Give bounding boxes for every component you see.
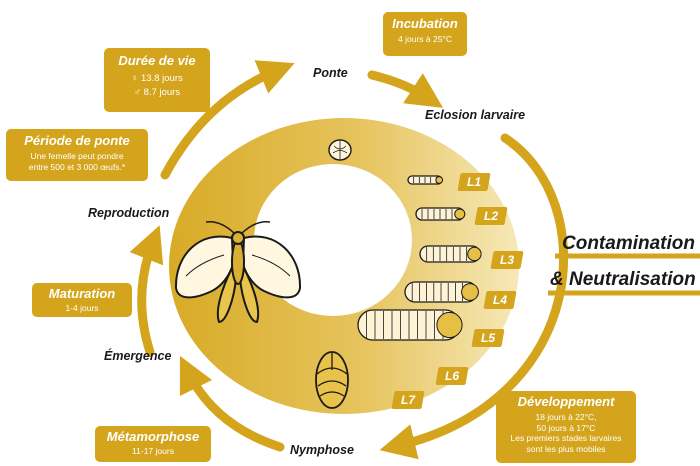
stage-nymphose: Nymphose (290, 443, 354, 457)
developpement-line1: 18 jours à 22°C, (535, 412, 597, 422)
larva-icon-4 (404, 281, 479, 303)
incubation-box: Incubation 4 jours à 25°C (383, 12, 467, 56)
stage-emergence: Émergence (104, 349, 172, 363)
larval-stage-tag-l4: L4 (483, 291, 517, 309)
larva-icon-1 (407, 175, 444, 185)
duree-de-vie-box: Durée de vie ♀ 13.8 jours ♂ 8.7 jours (104, 48, 210, 112)
larval-stage-tag-l7: L7 (391, 391, 425, 409)
arrow-nymphose-to-emergence (179, 355, 285, 452)
larval-stage-tag-l1: L1 (457, 173, 491, 191)
side-title-line1: Contamination (562, 233, 695, 254)
larval-stage-label-l5: L5 (480, 331, 495, 345)
developpement-box: Développement 18 jours à 22°C, 50 jours … (496, 391, 636, 463)
maturation-title: Maturation (48, 286, 116, 301)
periode-de-ponte-box: Période de ponte Une femelle peut pondre… (6, 129, 148, 181)
stage-ponte: Ponte (313, 66, 348, 80)
metamorphose-title: Métamorphose (106, 429, 200, 444)
developpement-line4: sont les plus mobiles (526, 443, 606, 454)
larva-icon-3 (419, 245, 482, 263)
larvae-group (357, 175, 482, 341)
larval-stage-label-l6: L6 (444, 369, 459, 383)
larval-stage-tag-l6: L6 (435, 367, 469, 385)
developpement-title: Développement (517, 394, 615, 409)
duree-de-vie-male: ♂ 8.7 jours (133, 87, 181, 98)
periode-de-ponte-title: Période de ponte (24, 133, 130, 148)
metamorphose-box: Métamorphose 11-17 jours (95, 426, 211, 462)
larval-stage-tag-l2: L2 (474, 207, 508, 225)
larval-stage-label-l1: L1 (466, 175, 481, 189)
maturation-detail: 1-4 jours (65, 303, 99, 313)
arrow-reproduction-to-ponte (160, 60, 295, 180)
duree-de-vie-title: Durée de vie (118, 53, 196, 68)
periode-de-ponte-line1: Une femelle peut pondre (30, 151, 124, 161)
larval-stage-tag-l3: L3 (490, 251, 524, 269)
developpement-line2: 50 jours à 17°C (536, 422, 596, 433)
larval-stage-label-l7: L7 (400, 393, 415, 407)
larval-stage-tag-l5: L5 (471, 329, 505, 347)
side-title-line2: & Neutralisation (550, 269, 696, 290)
larval-stage-label-l4: L4 (492, 293, 507, 307)
periode-de-ponte-line2: entre 500 et 3 000 œufs.* (28, 161, 126, 172)
moth-icon (174, 220, 302, 323)
pupa-icon (315, 351, 349, 409)
egg-icon (328, 139, 352, 161)
arrow-ponte-to-eclosion (367, 70, 444, 108)
larval-stage-label-l2: L2 (483, 209, 498, 223)
incubation-title: Incubation (392, 16, 458, 31)
stage-eclosion-larvaire: Eclosion larvaire (425, 108, 526, 122)
stage-reproduction: Reproduction (88, 206, 170, 220)
duree-de-vie-female: ♀ 13.8 jours (131, 73, 183, 84)
developpement-line3: Les premiers stades larvaires (510, 433, 622, 443)
larval-stage-label-l3: L3 (499, 253, 514, 267)
metamorphose-detail: 11-17 jours (132, 446, 174, 456)
incubation-detail: 4 jours à 25°C (398, 34, 452, 44)
larva-icon-5 (357, 309, 463, 341)
larva-icon-2 (415, 207, 466, 221)
arrow-eclosion-to-nymphose (379, 133, 569, 460)
maturation-box: Maturation 1-4 jours (32, 283, 132, 317)
arrow-emergence-to-reproduction (129, 225, 164, 357)
